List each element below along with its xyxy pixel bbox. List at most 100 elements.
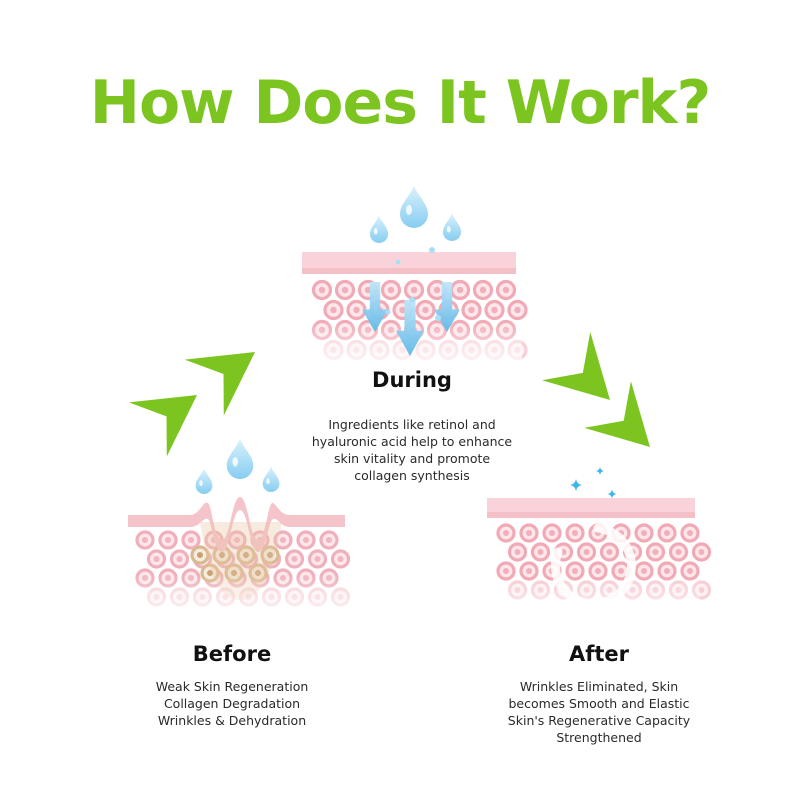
green-arrow-icon [542, 332, 610, 400]
drop-highlight [373, 228, 378, 235]
sparkle-icon [607, 489, 617, 499]
during-line: Ingredients like retinol and [328, 417, 496, 432]
cell-nucleus [314, 555, 321, 563]
water-drop-icon [369, 215, 389, 243]
water-drop-icon [442, 213, 462, 241]
cell-nucleus [479, 286, 487, 294]
after-skin-illustration [485, 467, 712, 625]
cell-nucleus [571, 567, 579, 575]
cell-nucleus [207, 570, 213, 576]
cell-nucleus [433, 286, 441, 294]
water-drop-icon [195, 439, 280, 495]
green-arrow-icon [184, 352, 255, 416]
during-line: hyaluronic acid help to enhance [311, 434, 513, 449]
cell-nucleus [491, 306, 498, 314]
cell-nucleus [387, 286, 395, 294]
cell-nucleus [330, 306, 337, 314]
green-arrow-icon [128, 332, 650, 457]
sparkle-icon [570, 479, 582, 491]
cell-nucleus [675, 548, 682, 556]
cell-nucleus [337, 555, 344, 563]
water-bubble [385, 309, 391, 315]
cell-nucleus [525, 567, 533, 575]
page-title: How Does It Work? [89, 68, 712, 138]
cell-nucleus [640, 529, 648, 537]
drop-highlight [446, 226, 451, 233]
cell-nucleus [514, 548, 521, 556]
cell-nucleus [279, 536, 287, 544]
cell-nucleus [353, 306, 360, 314]
drop-highlight [266, 478, 270, 485]
cell-nucleus [219, 552, 225, 558]
down-arrow-icon [396, 300, 424, 356]
before-description: Weak Skin Regeneration Collagen Degradat… [102, 678, 362, 729]
before-line: Wrinkles & Dehydration [157, 713, 307, 728]
down-arrow-icon [362, 282, 388, 332]
drop-highlight [406, 205, 412, 215]
cell-nucleus [176, 555, 183, 563]
cell-nucleus [617, 567, 625, 575]
water-bubble [435, 315, 441, 321]
cell-nucleus [502, 567, 510, 575]
cell-nucleus [187, 536, 195, 544]
cell-nucleus [652, 548, 659, 556]
green-arrow-icon [128, 395, 197, 457]
sparkle-icon [596, 467, 604, 475]
cell-nucleus [255, 570, 261, 576]
cell-nucleus [243, 552, 249, 558]
cell-nucleus [456, 286, 464, 294]
cell-nucleus [291, 555, 298, 563]
after-heading: After [568, 642, 630, 666]
before-skin-illustration [125, 439, 355, 625]
cell-nucleus [231, 570, 237, 576]
cell-nucleus [153, 555, 160, 563]
after-line: Skin's Regenerative Capacity [507, 713, 691, 728]
after-line: Strengthened [556, 730, 642, 745]
cell-nucleus [197, 552, 203, 558]
sparkle-icon [570, 467, 617, 499]
cell-nucleus [302, 536, 310, 544]
cell-nucleus [502, 529, 510, 537]
water-drop-icon [226, 439, 254, 479]
water-drop-icon [400, 186, 428, 228]
green-arrow-icon [584, 381, 650, 447]
water-drop-icon [369, 186, 462, 321]
water-drop-icon [195, 468, 213, 495]
cell-nucleus [341, 286, 349, 294]
after-line: Wrinkles Eliminated, Skin [519, 679, 679, 694]
during-heading: During [372, 368, 452, 392]
cell-nucleus [141, 536, 149, 544]
cell-nucleus [686, 567, 694, 575]
during-line: collagen synthesis [354, 468, 470, 483]
cell-nucleus [606, 548, 613, 556]
cell-nucleus [267, 552, 273, 558]
drop-highlight [232, 457, 239, 467]
cell-nucleus [468, 306, 475, 314]
before-line: Weak Skin Regeneration [155, 679, 309, 694]
cell-nucleus [364, 286, 372, 294]
cell-nucleus [233, 536, 241, 544]
cell-nucleus [571, 529, 579, 537]
water-drop-icon [262, 466, 280, 493]
cell-nucleus [318, 286, 326, 294]
before-line: Collagen Degradation [163, 696, 301, 711]
cell-nucleus [514, 306, 521, 314]
cell-nucleus [548, 529, 556, 537]
during-description: Ingredients like retinol and hyaluronic … [282, 416, 542, 484]
during-skin-illustration [300, 186, 528, 370]
water-bubble [429, 247, 435, 253]
cell-nucleus [325, 536, 333, 544]
cell-nucleus [640, 567, 648, 575]
drop-highlight [199, 480, 203, 487]
cell-nucleus [686, 529, 694, 537]
water-bubble [395, 259, 401, 265]
cell-nucleus [698, 548, 705, 556]
cell-nucleus [594, 567, 602, 575]
cell-nucleus [399, 306, 406, 314]
after-description: Wrinkles Eliminated, Skin becomes Smooth… [469, 678, 729, 746]
cell-nucleus [525, 529, 533, 537]
cell-nucleus [502, 286, 510, 294]
during-line: skin vitality and promote [333, 451, 491, 466]
cell-nucleus [663, 529, 671, 537]
